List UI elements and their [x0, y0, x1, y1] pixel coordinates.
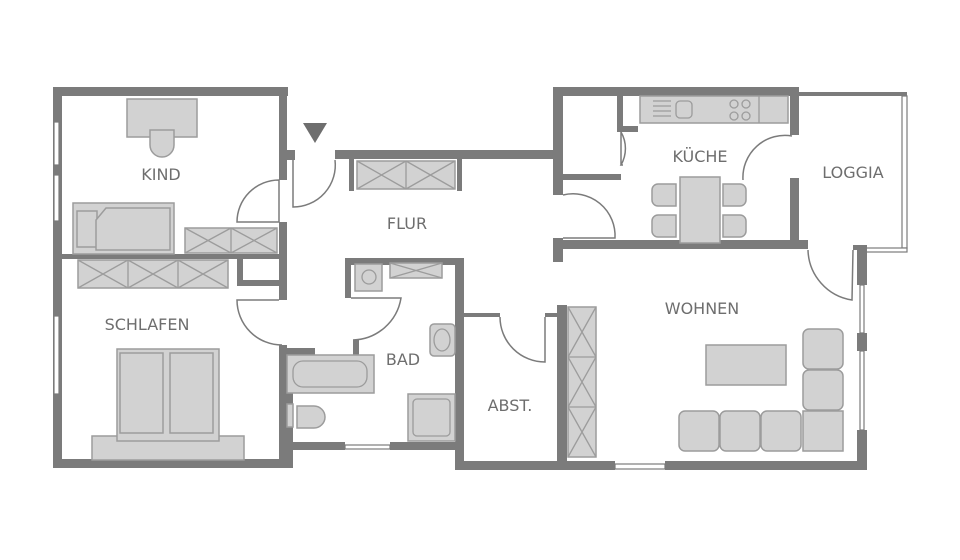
room-label-flur: FLUR: [387, 214, 427, 233]
doors: [236, 131, 854, 363]
tall-cabinet: [567, 306, 597, 458]
room-label-kind: KIND: [141, 165, 181, 184]
walls: [53, 87, 908, 470]
room-label-bad: BAD: [386, 350, 420, 369]
washing-machine: [354, 263, 383, 292]
sink-icon: [675, 100, 693, 119]
room-labels: KIND FLUR KÜCHE LOGGIA SCHLAFEN BAD ABST…: [105, 147, 884, 415]
furniture: [72, 95, 844, 461]
wardrobe: [77, 259, 229, 289]
shelf: [389, 262, 443, 279]
kitchen-counter: [639, 95, 789, 124]
chair: [149, 129, 175, 158]
room-label-abst: ABST.: [488, 396, 533, 415]
dining-table: [679, 176, 721, 244]
wardrobe: [184, 227, 278, 254]
wardrobe: [356, 160, 456, 190]
coffee-table: [705, 344, 787, 386]
entrance-marker-icon: [303, 123, 327, 143]
toilet-tank: [286, 403, 294, 428]
room-label-wohnen: WOHNEN: [665, 299, 740, 318]
room-label-schlafen: SCHLAFEN: [105, 315, 190, 334]
toilet: [296, 405, 326, 429]
sofa: [678, 328, 844, 452]
room-label-loggia: LOGGIA: [822, 163, 883, 182]
shower: [407, 393, 456, 442]
room-label-kueche: KÜCHE: [672, 147, 727, 166]
stove-icon: [729, 99, 751, 121]
